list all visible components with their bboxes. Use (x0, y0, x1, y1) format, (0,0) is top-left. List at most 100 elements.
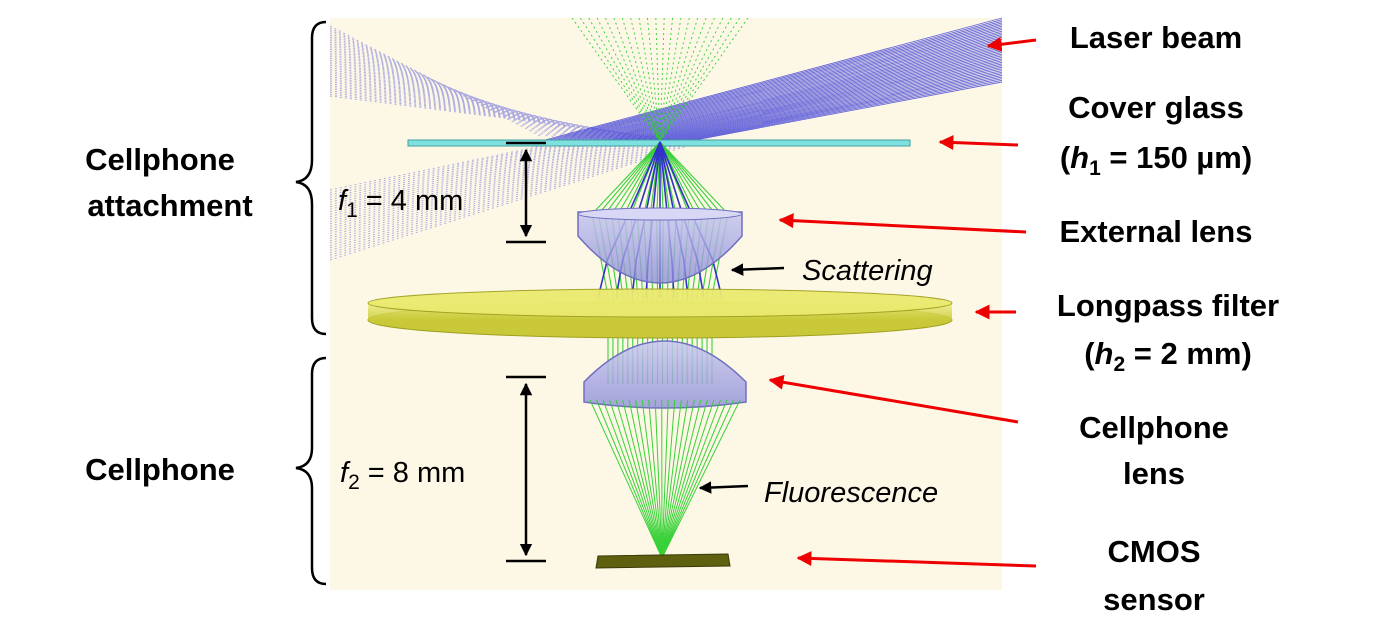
ray (683, 76, 1003, 141)
ray (661, 399, 669, 559)
ray (621, 17, 661, 143)
ray (659, 17, 699, 143)
ray (571, 29, 1003, 141)
ray (659, 141, 729, 215)
ray (329, 38, 571, 138)
ray (329, 30, 554, 138)
ray (610, 141, 661, 215)
label-attachment-line2: attachment (87, 188, 252, 223)
ray (691, 79, 1003, 141)
ray (560, 24, 1003, 141)
ray (588, 17, 661, 143)
ray (659, 17, 665, 143)
label-f2: f2 = 8 mm (340, 457, 465, 494)
ray (638, 17, 661, 143)
ray (659, 17, 749, 143)
ray (637, 56, 1003, 141)
ray (615, 399, 663, 559)
cellphone-lens (583, 340, 747, 409)
label-attachment-line1: Cellphone (85, 142, 235, 177)
ray (596, 17, 661, 143)
ray (617, 48, 1003, 141)
ray (329, 86, 689, 144)
ray (329, 56, 615, 140)
ray (661, 399, 695, 559)
ray (659, 141, 703, 215)
ray (661, 399, 689, 559)
ray (591, 141, 661, 215)
ray (329, 74, 658, 142)
ray (575, 30, 1003, 141)
ray (659, 17, 674, 143)
ray (329, 75, 663, 143)
ray (659, 17, 724, 143)
ray (644, 60, 1003, 141)
ray (652, 63, 1003, 141)
arrow-laser-beam (986, 36, 1037, 52)
ray (329, 141, 623, 222)
ray (329, 141, 575, 198)
ray (661, 399, 682, 559)
ray (329, 141, 652, 237)
ray (329, 32, 558, 138)
ray (629, 53, 1003, 141)
ray (329, 141, 681, 251)
ray (329, 27, 545, 137)
pointer-arrows (768, 36, 1037, 568)
label-cellphone: Cellphone (85, 452, 235, 487)
ray (659, 17, 732, 143)
ray (661, 399, 721, 559)
laser-beam-rays (329, 17, 1003, 261)
ray (329, 141, 657, 239)
ray (621, 50, 1003, 141)
ray (661, 399, 715, 559)
ray (625, 52, 1003, 141)
ray (659, 17, 682, 143)
ray (329, 95, 711, 145)
ray (564, 25, 1003, 141)
arrow-cmos-sensor (796, 550, 1037, 568)
external-lens (577, 211, 743, 284)
label-longpass-thickness: (h2 = 2 mm) (1084, 336, 1252, 376)
ray (675, 73, 1003, 141)
ray (329, 141, 667, 244)
label-cellphone-lens-line2: lens (1123, 456, 1185, 491)
ray (659, 17, 707, 143)
f1-dimension (506, 141, 546, 244)
ray (661, 399, 676, 559)
arrow-scattering (730, 263, 785, 276)
ray (329, 48, 597, 140)
ray (687, 78, 1003, 141)
label-cmos-line2: sensor (1103, 582, 1205, 617)
ray (329, 141, 672, 246)
ray (659, 141, 710, 215)
brace-cellphone (295, 356, 327, 586)
label-fluorescence: Fluorescence (764, 477, 938, 509)
ray (329, 39, 576, 139)
ray (329, 47, 593, 139)
ray (602, 399, 663, 559)
label-cellphone-lens-line1: Cellphone (1079, 410, 1229, 445)
ray (329, 141, 594, 208)
ray (589, 399, 663, 559)
ray (613, 17, 661, 143)
ray (661, 399, 708, 559)
ray (604, 141, 661, 215)
label-cover-glass: Cover glass (1068, 90, 1244, 125)
ray (641, 58, 1003, 141)
ray (329, 141, 628, 225)
fluorescence-focus-rays (589, 399, 741, 559)
f2-dimension (506, 375, 546, 563)
label-cover-glass-thickness: (h1 = 150 µm) (1060, 140, 1252, 180)
longpass-filter-top (367, 288, 953, 318)
ray (329, 81, 676, 143)
ray (329, 63, 632, 141)
ray (661, 399, 741, 559)
ray (329, 43, 584, 139)
ray (596, 399, 663, 559)
ray (548, 19, 1003, 141)
annotation-arrows (698, 263, 785, 494)
ray (329, 141, 696, 259)
ray (661, 399, 734, 559)
ray (648, 61, 1003, 141)
